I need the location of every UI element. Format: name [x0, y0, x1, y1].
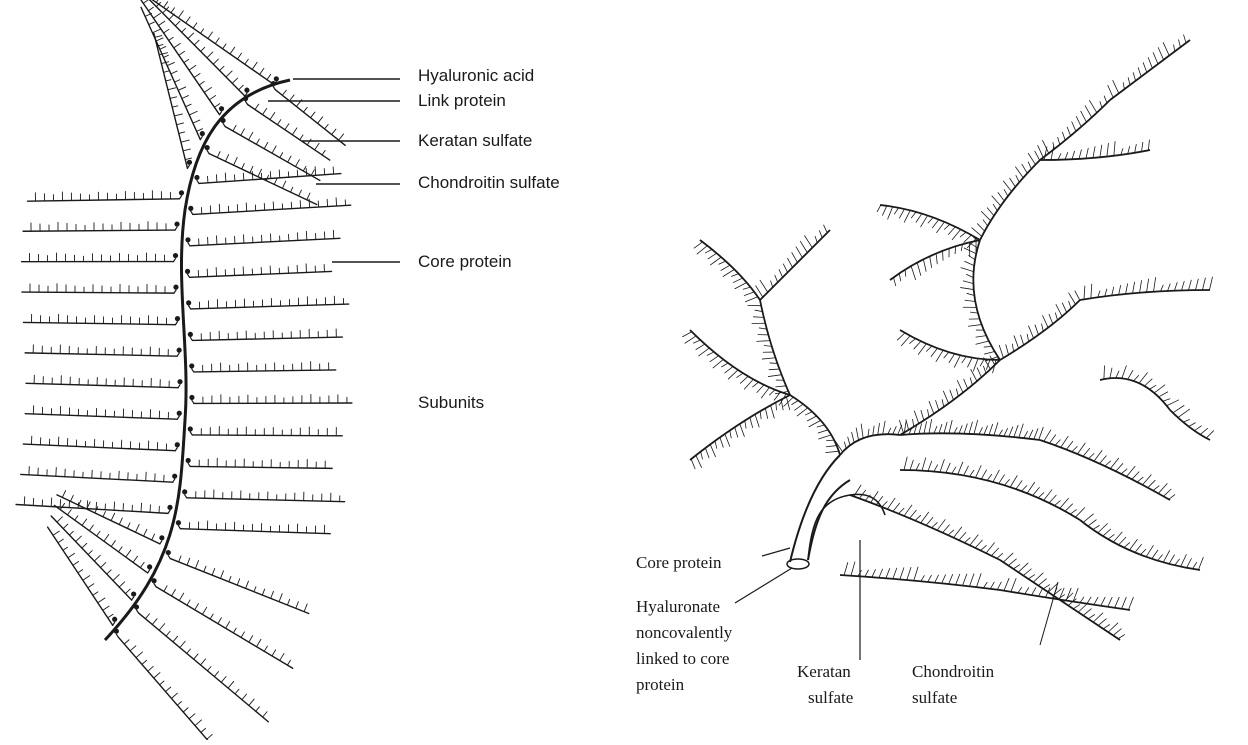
- hyaluronate-line-3: linked to core: [636, 649, 729, 668]
- hyaluronate-line-4: protein: [636, 675, 685, 694]
- label-hyaluronic-acid: Hyaluronic acid: [418, 66, 534, 85]
- label-keratan-sulfate: Keratan sulfate: [418, 131, 532, 150]
- leader-core-protein-right: [762, 548, 790, 556]
- label-chondroitin-sulfate: Chondroitin sulfate: [418, 173, 560, 192]
- label-hyaluronate: Hyaluronate noncovalently linked to core…: [636, 597, 737, 694]
- label-link-protein: Link protein: [418, 91, 506, 110]
- chondroitin-line-1: Chondroitin: [912, 662, 995, 681]
- hyaluronate-line-2: noncovalently: [636, 623, 733, 642]
- label-core-protein-right: Core protein: [636, 553, 722, 572]
- hyaluronate-attachment: [787, 559, 809, 569]
- core-protein-stem: [790, 455, 850, 562]
- left-aggregate-diagram: Hyaluronic acid Link protein Keratan sul…: [16, 0, 560, 740]
- right-proteoglycan-diagram: Core protein Hyaluronate noncovalently l…: [636, 35, 1214, 707]
- proteoglycan-branches: [683, 35, 1214, 640]
- label-chondroitin-sulfate-right: Chondroitin sulfate: [912, 662, 998, 707]
- label-core-protein-left: Core protein: [418, 252, 512, 271]
- left-subunit-bristles: [16, 0, 352, 740]
- keratan-line-1: Keratan: [797, 662, 851, 681]
- leader-hyaluronate: [735, 568, 792, 603]
- chondroitin-line-2: sulfate: [912, 688, 957, 707]
- label-subunits: Subunits: [418, 393, 484, 412]
- hyaluronate-line-1: Hyaluronate: [636, 597, 720, 616]
- label-keratan-sulfate-right: Keratan sulfate: [797, 662, 855, 707]
- hyaluronic-acid-backbone: [105, 80, 290, 640]
- keratan-line-2: sulfate: [808, 688, 853, 707]
